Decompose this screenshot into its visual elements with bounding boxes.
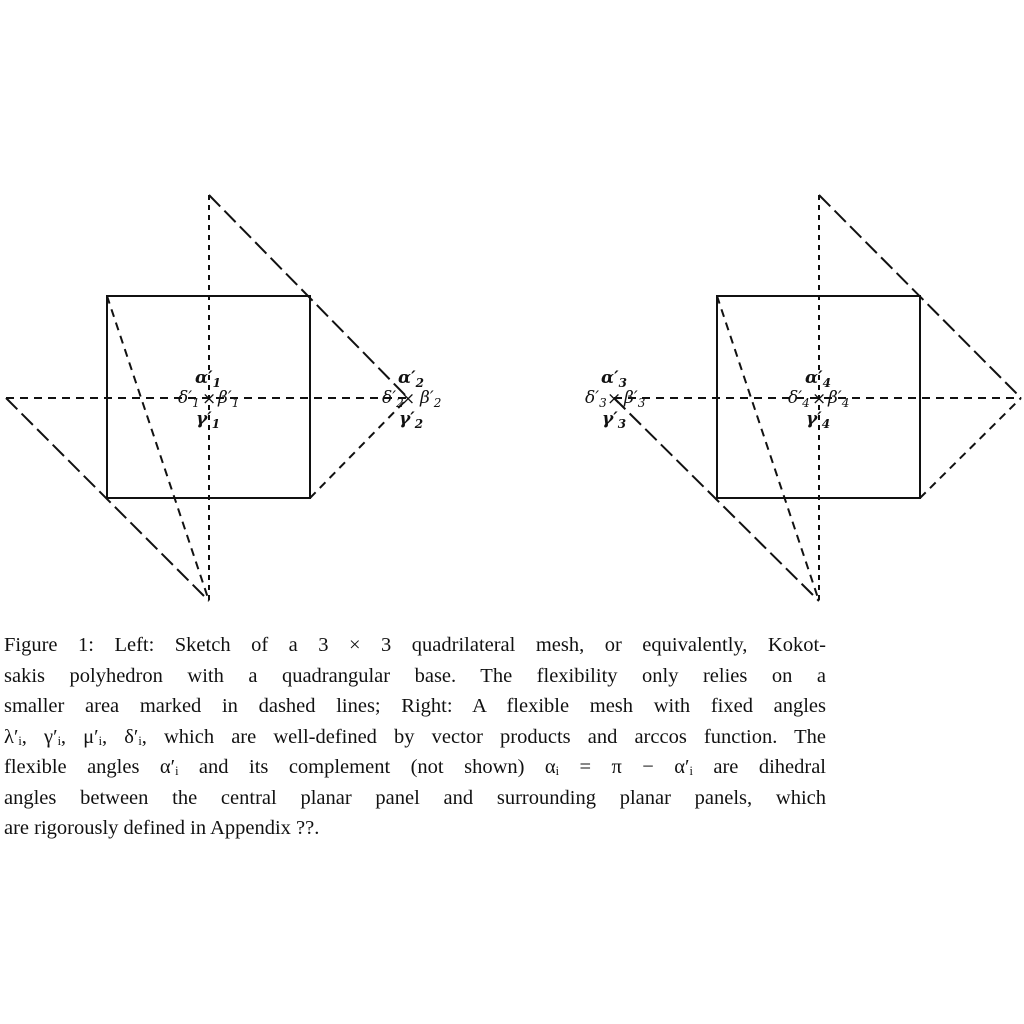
beta-label-2: β′2 bbox=[419, 388, 441, 410]
beta-label-3: β′3 bbox=[623, 388, 646, 410]
vertex-cross: × bbox=[607, 389, 621, 409]
beta-label-1: β′1 bbox=[217, 388, 239, 410]
left-right-diagonal bbox=[309, 397, 409, 499]
vertex-cross: × bbox=[202, 389, 216, 409]
caption-line: are rigorously defined in Appendix ??. bbox=[4, 817, 320, 839]
right-right-diagonal bbox=[919, 397, 1022, 499]
right-mesh bbox=[613, 194, 1022, 602]
left-mesh bbox=[5, 194, 409, 602]
alpha-label-1: α′1 bbox=[195, 368, 221, 390]
right-bottom-diagonal bbox=[613, 397, 820, 602]
delta-label-3: δ′3 bbox=[585, 388, 607, 410]
caption-line: angles between the central planar panel … bbox=[4, 786, 826, 809]
caption-line: sakis polyhedron with a quadrangular bas… bbox=[4, 664, 826, 687]
alpha-label-2: α′2 bbox=[398, 368, 424, 390]
gamma-label-4: γ′4 bbox=[806, 409, 830, 431]
caption-line: smaller area marked in dashed lines; Rig… bbox=[4, 695, 826, 717]
vertex-1-labels: × α′1 δ′1 β′1 γ′1 bbox=[178, 368, 239, 431]
gamma-label-1: γ′1 bbox=[196, 409, 220, 431]
delta-label-2: δ′2 bbox=[382, 388, 404, 410]
gamma-label-2: γ′2 bbox=[399, 409, 423, 431]
alpha-label-3: α′3 bbox=[601, 368, 627, 390]
vertex-4-labels: × α′4 δ′4 β′4 γ′4 bbox=[788, 368, 849, 431]
right-inner-diagonal bbox=[716, 295, 820, 602]
beta-label-4: β′4 bbox=[827, 388, 849, 410]
right-top-diagonal bbox=[818, 194, 1022, 399]
alpha-label-4: α′4 bbox=[805, 368, 831, 390]
caption-line: Figure 1: Left: Sketch of a 3 × 3 quadri… bbox=[4, 634, 826, 656]
figure-caption: Figure 1: Left: Sketch of a 3 × 3 quadri… bbox=[4, 630, 826, 844]
delta-label-4: δ′4 bbox=[788, 388, 810, 410]
caption-line: flexible angles α′ᵢ and its complement (… bbox=[4, 756, 826, 778]
left-bottom-diagonal bbox=[5, 397, 210, 602]
delta-label-1: δ′1 bbox=[178, 388, 200, 410]
caption-line: λ′ᵢ, γ′ᵢ, μ′ᵢ, δ′ᵢ, which are well-defin… bbox=[4, 725, 826, 748]
vertex-cross: × bbox=[401, 389, 415, 409]
left-inner-diagonal bbox=[106, 295, 210, 602]
gamma-label-3: γ′3 bbox=[602, 409, 626, 431]
left-top-diagonal bbox=[208, 194, 409, 399]
vertex-3-labels: × α′3 δ′3 β′3 γ′3 bbox=[585, 368, 646, 431]
vertex-2-labels: × α′2 δ′2 β′2 γ′2 bbox=[382, 368, 441, 431]
vertex-cross: × bbox=[812, 389, 826, 409]
